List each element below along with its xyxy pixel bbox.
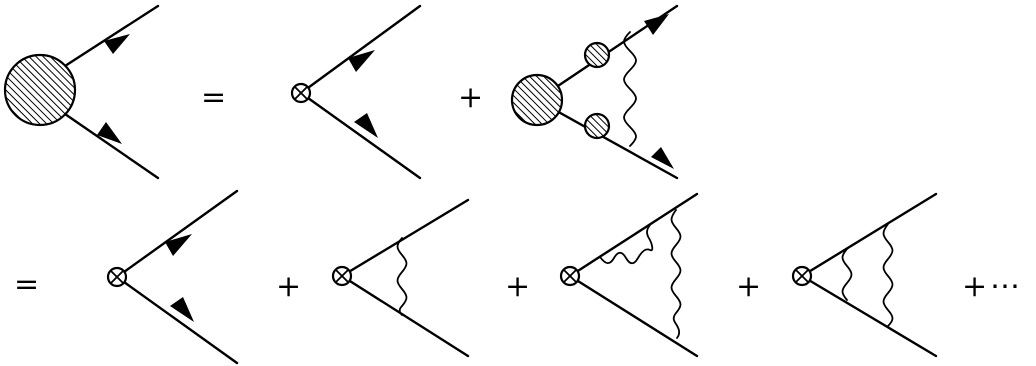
row2-plus-sign-1: +	[276, 269, 301, 304]
self-energy-blob-lower	[583, 112, 611, 140]
incoming-fermion-line	[299, 4, 422, 95]
incoming-arrow-icon	[644, 14, 669, 35]
full-vertex-blob	[3, 53, 77, 127]
incoming-arrow-icon	[348, 50, 375, 72]
photon-propagator-inner	[599, 224, 654, 265]
full-vertex-diagram	[3, 4, 160, 180]
lower-fermion-line	[340, 274, 470, 358]
upper-fermion-line	[800, 192, 938, 278]
outgoing-arrow-icon	[651, 147, 674, 169]
photon-propagator-outer	[670, 209, 682, 339]
outgoing-fermion-line	[63, 112, 160, 180]
lower-fermion-line	[568, 274, 699, 358]
incoming-arrow-icon	[165, 234, 192, 256]
row2-plus-sign-4: +	[962, 269, 987, 304]
outgoing-arrow-icon	[170, 297, 194, 322]
photon-propagator	[396, 237, 408, 316]
bare-vertex-diagram-row2	[106, 189, 239, 365]
dressed-vertex-diagram	[510, 4, 679, 180]
upper-fermion-line	[568, 192, 699, 278]
incoming-fermion-line	[63, 4, 160, 68]
full-vertex-blob	[510, 73, 564, 127]
one-loop-diagram	[331, 198, 470, 358]
lower-fermion-line	[800, 274, 938, 358]
row2-plus-sign-2: +	[505, 269, 530, 304]
bare-vertex-diagram-row1	[290, 4, 422, 180]
incoming-fermion-line	[115, 189, 239, 279]
upper-fermion-line	[340, 198, 470, 278]
row1-plus-sign: +	[458, 80, 483, 115]
ellipsis: ⋯	[990, 269, 1020, 304]
outgoing-fermion-line	[299, 91, 422, 180]
outgoing-arrow-icon	[354, 113, 378, 138]
incoming-arrow-icon	[104, 34, 130, 54]
two-loop-nested-diagram	[559, 192, 699, 358]
row2-plus-sign-3: +	[736, 269, 761, 304]
two-loop-ladder-diagram	[791, 192, 938, 358]
row2-equals-sign: =	[14, 267, 39, 302]
row1-equals-sign: =	[201, 80, 226, 115]
lower-fermion-line	[535, 98, 679, 180]
outgoing-arrow-icon	[97, 122, 122, 144]
photon-propagator	[623, 31, 637, 147]
outgoing-fermion-line	[115, 275, 239, 365]
photon-propagator-rung-2	[882, 223, 894, 327]
self-energy-blob-upper	[583, 41, 611, 69]
photon-propagator-rung-1	[841, 248, 853, 301]
